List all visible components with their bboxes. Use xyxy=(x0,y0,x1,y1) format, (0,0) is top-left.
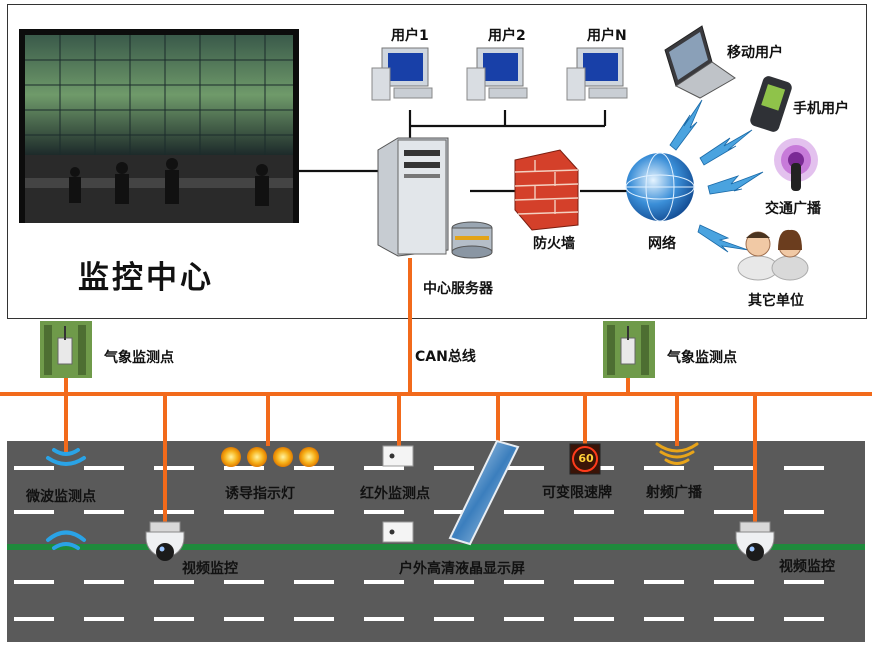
network-lines xyxy=(299,110,628,193)
user-pc-1 xyxy=(371,47,433,101)
rf-broadcast-icon xyxy=(655,442,699,465)
control-room-photo xyxy=(19,29,299,223)
user-2-label: 用户2 xyxy=(488,28,526,44)
video-monitor-left-label: 视频监控 xyxy=(182,561,238,577)
dome-camera-right-icon xyxy=(735,521,775,561)
can-bus xyxy=(0,376,872,525)
guide-lights-icon xyxy=(221,447,319,467)
user-pc-2 xyxy=(466,47,528,101)
video-monitor-right-label: 视频监控 xyxy=(779,559,835,575)
server-icon xyxy=(377,137,493,259)
microwave-sensor-icon xyxy=(46,448,86,550)
rf-broadcast-label: 射频广播 xyxy=(646,485,702,501)
dome-camera-left-icon xyxy=(145,521,185,561)
central-server-label: 中心服务器 xyxy=(423,281,493,297)
other-units-label: 其它单位 xyxy=(748,293,804,309)
firewall-icon xyxy=(514,149,579,231)
variable-speed-sign-label: 可变限速牌 xyxy=(542,485,612,501)
people-icon xyxy=(737,229,809,281)
speed-value: 60 xyxy=(578,452,594,465)
firewall-label: 防火墙 xyxy=(533,236,575,252)
guide-lights-label: 诱导指示灯 xyxy=(225,486,295,502)
traffic-broadcast-label: 交通广播 xyxy=(765,201,821,217)
broadcast-icon xyxy=(774,138,818,191)
infrared-sensor-icon xyxy=(382,445,414,543)
infrared-point-label: 红外监测点 xyxy=(360,486,430,502)
user-1-label: 用户1 xyxy=(391,28,429,44)
can-bus-label: CAN总线 xyxy=(415,349,476,365)
speed-sign-icon xyxy=(569,443,601,475)
weather-station-right-label: 气象监测点 xyxy=(667,350,737,366)
laptop-icon xyxy=(664,25,736,99)
weather-station-right-photo xyxy=(603,321,655,378)
weather-station-left-label: 气象监测点 xyxy=(104,350,174,366)
mobile-phone-icon xyxy=(750,76,792,132)
microwave-point-label: 微波监测点 xyxy=(26,489,96,505)
network-label: 网络 xyxy=(648,236,676,252)
mobile-user-label: 移动用户 xyxy=(727,45,783,61)
control-center-title: 监控中心 xyxy=(78,260,214,296)
outdoor-lcd-panel xyxy=(448,439,520,546)
network-globe-icon xyxy=(625,152,695,222)
phone-user-label: 手机用户 xyxy=(793,101,849,117)
wireless-links xyxy=(669,99,764,253)
user-n-label: 用户N xyxy=(587,28,627,44)
outdoor-lcd-label: 户外高清液晶显示屏 xyxy=(399,561,525,577)
user-pc-n xyxy=(566,47,628,101)
weather-station-left-photo xyxy=(40,321,92,378)
